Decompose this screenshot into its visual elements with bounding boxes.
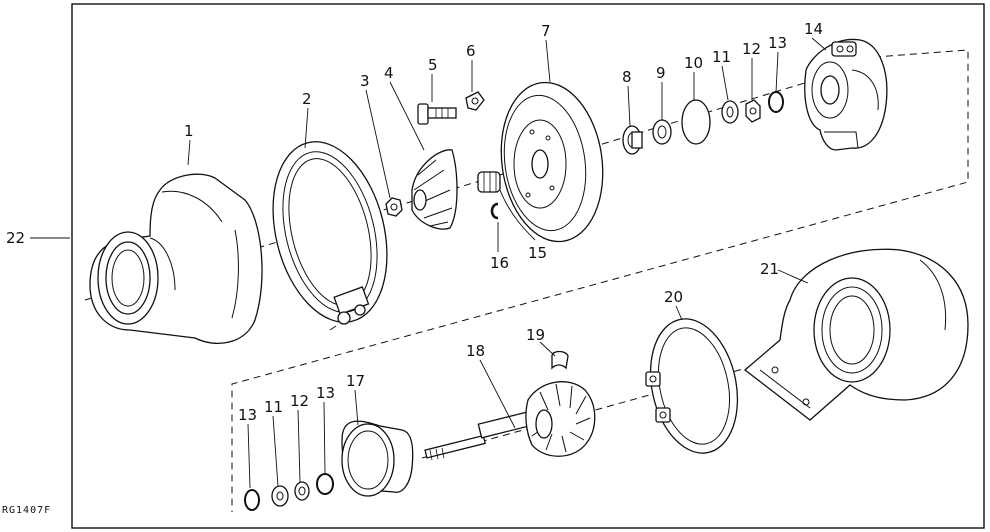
callout-17: 17 (346, 372, 365, 390)
callout-6: 6 (466, 42, 476, 60)
backplate (500, 81, 604, 243)
retaining-ring (490, 202, 499, 220)
callout-16: 16 (490, 254, 509, 272)
compressor-clamp (272, 141, 388, 331)
callout-8: 8 (622, 68, 632, 86)
callout-12: 12 (742, 40, 761, 58)
callout-labels: 1 2 3 4 5 6 7 8 9 10 11 12 13 14 15 16 2… (6, 20, 823, 424)
turbine-wheel-shaft (424, 381, 596, 461)
callout-13: 13 (768, 34, 787, 52)
assembly-connector-line (231, 49, 969, 512)
nut-lower (294, 481, 310, 501)
lock-plate (465, 91, 485, 111)
callout-19: 19 (526, 326, 545, 344)
callout-15: 15 (528, 244, 547, 262)
bolt (417, 103, 457, 125)
callout-9: 9 (656, 64, 666, 82)
turbine-housing (743, 248, 969, 421)
callout-21: 21 (760, 260, 779, 278)
thrust-bearing (622, 125, 643, 155)
callout-7: 7 (541, 22, 551, 40)
center-housing (804, 38, 888, 151)
compressor-impeller (411, 149, 458, 230)
leader-lines (30, 37, 827, 489)
piston-ring (551, 350, 569, 370)
callout-20: 20 (664, 288, 683, 306)
callout-22: 22 (6, 229, 25, 247)
thrust-sleeve (477, 171, 501, 193)
compressor-housing (89, 173, 263, 344)
thrust-collar (652, 119, 672, 145)
callout-3: 3 (360, 72, 370, 90)
impeller-nut (385, 197, 403, 217)
snap-ring-lower-right (316, 473, 334, 495)
callout-5: 5 (428, 56, 438, 74)
callout-13-lower-left: 13 (238, 406, 257, 424)
washer-upper (721, 100, 739, 124)
callout-4: 4 (384, 64, 394, 82)
heat-shield (341, 420, 414, 497)
callout-1: 1 (184, 122, 194, 140)
callout-13-lower-right: 13 (316, 384, 335, 402)
o-ring (681, 99, 711, 145)
snap-ring-lower-left (244, 489, 260, 511)
turbine-clamp (645, 318, 739, 454)
callout-18: 18 (466, 342, 485, 360)
callout-11: 11 (712, 48, 731, 66)
callout-12-lower: 12 (290, 392, 309, 410)
callout-2: 2 (302, 90, 312, 108)
callout-14: 14 (804, 20, 823, 38)
washer-lower (271, 485, 289, 507)
callout-11-lower: 11 (264, 398, 283, 416)
snap-ring-upper (768, 91, 784, 113)
diagram-frame (71, 3, 985, 529)
figure-code: RG1407F (2, 505, 51, 516)
nut-upper (745, 99, 761, 123)
callout-10: 10 (684, 54, 703, 72)
